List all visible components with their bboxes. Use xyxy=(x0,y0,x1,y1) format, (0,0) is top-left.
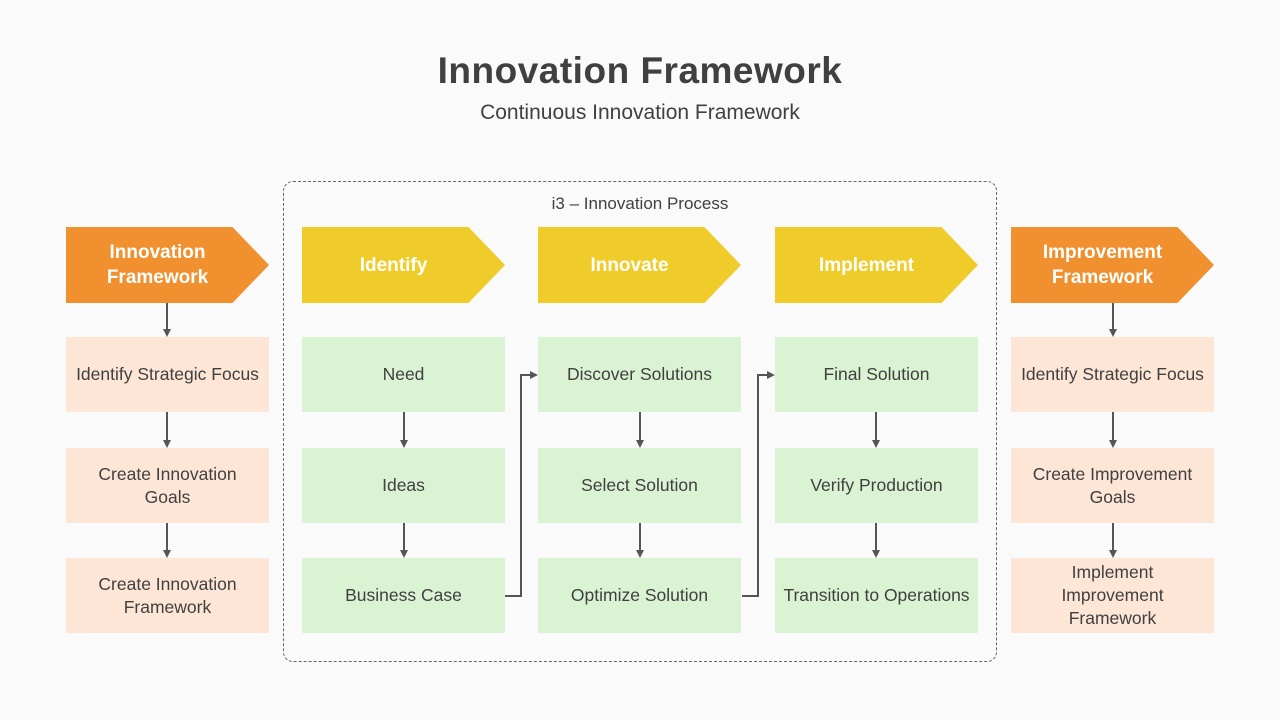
page-title: Innovation Framework xyxy=(437,50,843,91)
step-transition-to-operations: Transition to Operations xyxy=(775,558,978,633)
page-subtitle: Continuous Innovation Framework xyxy=(480,101,800,124)
step-optimize-solution: Optimize Solution xyxy=(538,558,741,633)
step-discover-solutions: Discover Solutions xyxy=(538,337,741,412)
step-final-solution: Final Solution xyxy=(775,337,978,412)
step-ideas: Ideas xyxy=(302,448,505,523)
step-select-solution: Select Solution xyxy=(538,448,741,523)
innovation-process-label: i3 – Innovation Process xyxy=(551,194,729,213)
innovate-header: Innovate xyxy=(538,227,741,303)
step-create-innovation-goals: Create Innovation Goals xyxy=(66,448,269,523)
step-create-improvement-goals: Create Improvement Goals xyxy=(1011,448,1214,523)
implement-header: Implement xyxy=(775,227,978,303)
step-create-innovation-framework: Create Innovation Framework xyxy=(66,558,269,633)
step-implement-improvement-framework: Implement Improvement Framework xyxy=(1011,558,1214,633)
step-business-case: Business Case xyxy=(302,558,505,633)
innovation-framework-header: Innovation Framework xyxy=(66,227,269,303)
identify-header: Identify xyxy=(302,227,505,303)
improvement-framework-header: Improvement Framework xyxy=(1011,227,1214,303)
step-identify-strategic-focus: Identify Strategic Focus xyxy=(66,337,269,412)
innovation-process-group xyxy=(283,181,997,662)
step-identify-strategic-focus-improvement: Identify Strategic Focus xyxy=(1011,337,1214,412)
step-verify-production: Verify Production xyxy=(775,448,978,523)
step-need: Need xyxy=(302,337,505,412)
